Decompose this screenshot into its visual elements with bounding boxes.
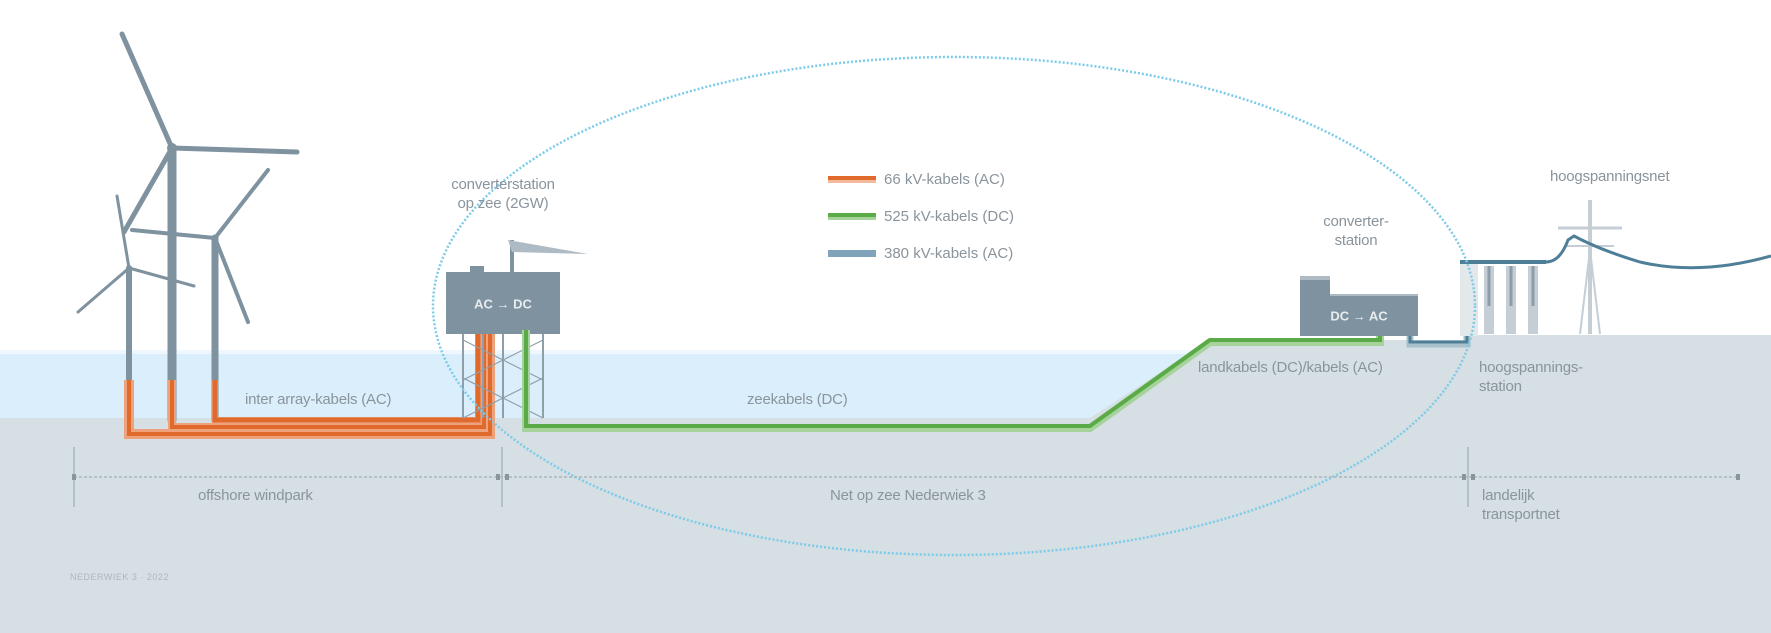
legend-swatch-380kv — [828, 250, 876, 257]
legend-label-66kv: 66 kV-kabels (AC) — [884, 171, 1005, 188]
hv-grid-line — [1545, 234, 1771, 270]
hoogspanningsnet-label: hoogspanningsnet — [1550, 168, 1670, 185]
sea-surface — [0, 350, 1250, 354]
onshore-converter-label-line2: station — [1334, 232, 1378, 249]
legend-swatch-525kv — [828, 213, 876, 220]
onshore-converter-label: converter- station — [1323, 212, 1389, 250]
offshore-converter-label-line2: op zee (2GW) — [457, 195, 549, 212]
legend-swatch-66kv — [828, 176, 876, 183]
offshore-converter-label-line1: converterstation — [451, 176, 555, 193]
hoogspanningsstation-label-line2: station — [1479, 378, 1522, 395]
offshore-converter-label: converterstation op zee (2GW) — [451, 175, 555, 213]
cable-380kv-ac — [1408, 336, 1469, 344]
section-net-op-zee: Net op zee Nederwiek 3 — [830, 487, 986, 504]
offshore-converter-box-label: AC → DC — [474, 296, 532, 312]
legend-item-525kv: 525 kV-kabels (DC) — [828, 207, 1014, 226]
legend-item-380kv: 380 kV-kabels (AC) — [828, 244, 1014, 263]
land-seabed — [0, 335, 1771, 633]
sea — [0, 352, 1250, 422]
legend-label-525kv: 525 kV-kabels (DC) — [884, 208, 1015, 225]
credit-text: NEDERWIEK 3 · 2022 — [70, 572, 169, 582]
legend: 66 kV-kabels (AC) 525 kV-kabels (DC) 380… — [828, 170, 1014, 281]
zeekabels-label: zeekabels (DC) — [747, 391, 848, 408]
inter-array-label: inter array-kabels (AC) — [245, 391, 392, 408]
offshore-converter-platform — [446, 240, 588, 419]
section-landelijk-line1: landelijk — [1482, 487, 1535, 504]
scope-ellipse — [431, 55, 1477, 557]
onshore-converter-label-line1: converter- — [1323, 213, 1389, 230]
landkabels-label: landkabels (DC)/kabels (AC) — [1198, 359, 1383, 376]
power-pylon — [1558, 200, 1622, 335]
section-dimensions — [72, 447, 1740, 507]
offshore-converter-box — [446, 272, 560, 334]
section-offshore-windpark: offshore windpark — [198, 487, 313, 504]
legend-item-66kv: 66 kV-kabels (AC) — [828, 170, 1014, 189]
onshore-converter-station — [1300, 276, 1418, 336]
onshore-converter-box-label: DC → AC — [1330, 308, 1388, 324]
hoogspanningsstation-label-line1: hoogspannings- — [1479, 359, 1583, 376]
cable-525kv-dc — [524, 330, 1382, 428]
wind-turbines — [76, 31, 300, 425]
section-landelijk-line2: transportnet — [1482, 506, 1560, 523]
section-landelijk-transportnet: landelijk transportnet — [1482, 486, 1560, 524]
hoogspanningsstation-label: hoogspannings- station — [1479, 358, 1583, 396]
legend-label-380kv: 380 kV-kabels (AC) — [884, 245, 1014, 262]
